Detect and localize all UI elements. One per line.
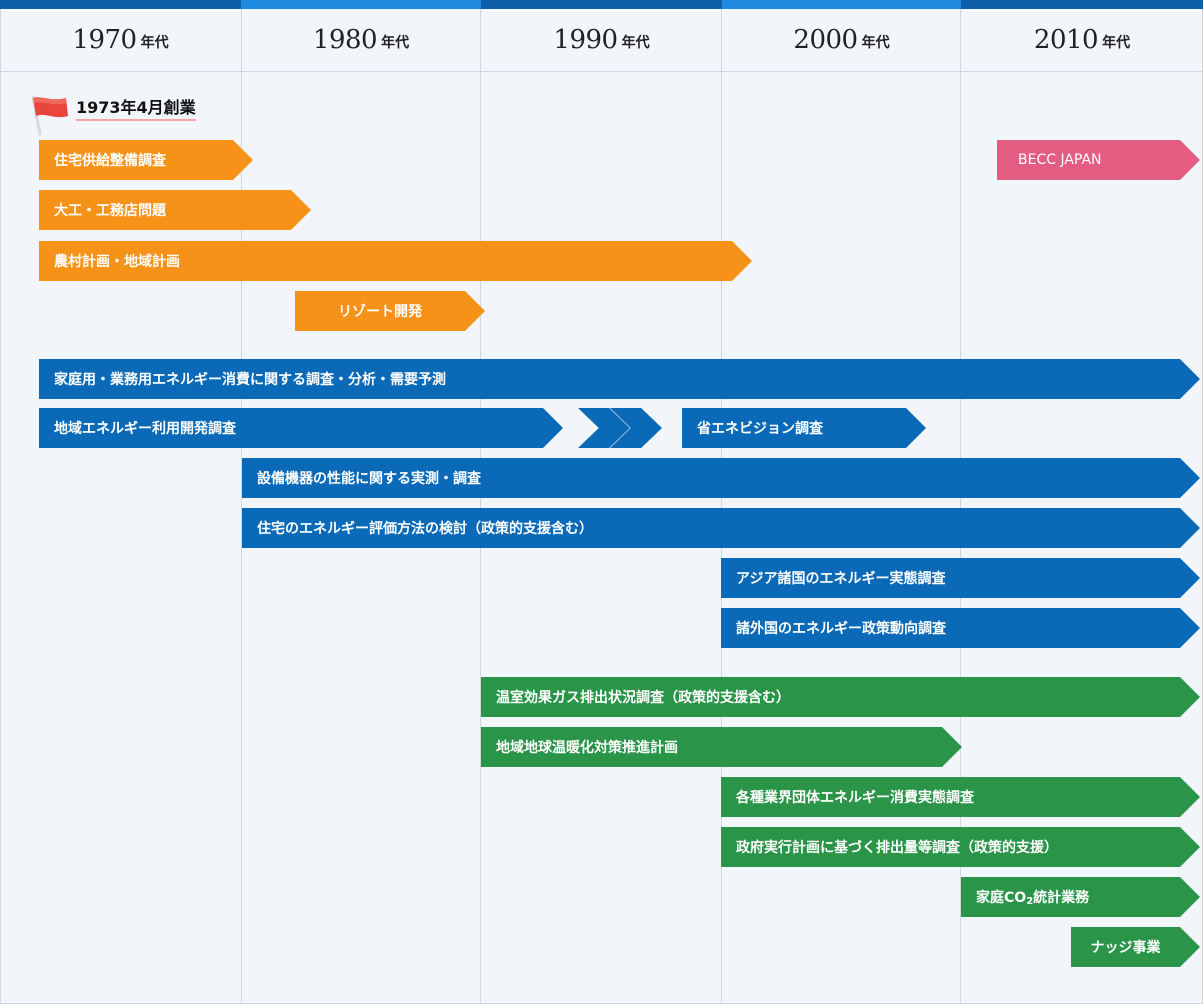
decade-suffix: 年代 [1102,35,1131,51]
decade-year: 1990 [553,25,618,55]
bar-household-energy: 家庭用・業務用エネルギー消費に関する調査・分析・需要予測 [39,359,1200,399]
bar-household-co2-subscript: 2 [1026,895,1034,907]
bar-resort: リゾート開発 [295,291,485,331]
bar-regional-energy: 地域エネルギー利用開発調査 [39,408,563,448]
bar-carpenter: 大工・工務店問題 [39,190,311,230]
bar-equipment: 設備機器の性能に関する実測・調査 [242,458,1200,498]
bar-housing-evaluation: 住宅のエネルギー評価方法の検討（政策的支援含む） [242,508,1200,548]
decade-year: 2010 [1033,25,1099,55]
decade-suffix: 年代 [861,35,890,51]
founding-label: 1973年4月創業 [76,94,196,121]
bar-housing-supply: 住宅供給整備調査 [39,140,253,180]
bar-foreign-policy: 諸外国のエネルギー政策動向調査 [721,608,1200,648]
column-divider [721,9,722,1003]
decade-suffix: 年代 [621,35,650,51]
bar-industry: 各種業界団体エネルギー消費実態調査 [721,777,1200,817]
header-accent-1990 [481,0,722,9]
bar-asia: アジア諸国のエネルギー実態調査 [721,558,1200,598]
decade-suffix: 年代 [381,35,410,51]
column-divider [480,9,481,1003]
decade-year: 1970 [72,25,137,55]
flag-icon [31,95,68,136]
header-accent-1980 [241,0,481,9]
column-divider [960,9,961,1003]
column-divider [0,9,1,1003]
bar-global-warming: 地域地球温暖化対策推進計画 [481,727,962,767]
bar-household-co2-suffix: 統計業務 [1033,890,1090,906]
bar-energy-vision: 省エネビジョン調査 [682,408,926,448]
founding-marker: 1973年4月創業 [28,94,196,136]
bar-household-co2-prefix: 家庭CO [976,890,1027,906]
decade-year: 1980 [312,25,378,55]
column-divider [241,9,242,1003]
bar-ghg-emission: 温室効果ガス排出状況調査（政策的支援含む） [481,677,1200,717]
decade-suffix: 年代 [140,35,169,51]
bar-becc-japan: BECC JAPAN [997,140,1200,180]
decade-year: 2000 [793,25,858,55]
header-accent-2000 [722,0,961,9]
bar-government-plan: 政府実行計画に基づく排出量等調査（政策的支援） [721,827,1200,867]
bar-nudge: ナッジ事業 [1071,927,1200,967]
bar-rural-planning: 農村計画・地域計画 [39,241,752,281]
header-accent-2010 [961,0,1203,9]
decade-header [0,9,1203,72]
header-accent-1970 [0,0,241,9]
